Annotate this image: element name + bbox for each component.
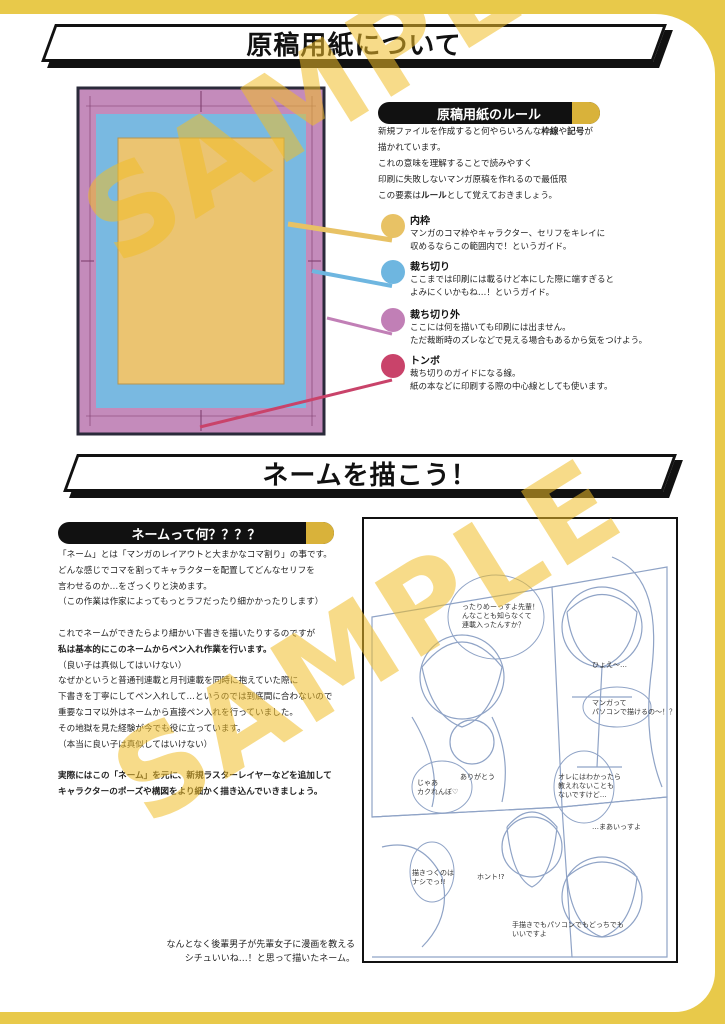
- rules-line: 印刷に失敗しないマンガ原稿を作れるので最低限: [378, 175, 568, 185]
- leader-lines: [199, 221, 393, 429]
- section-title: 原稿用紙について: [246, 30, 462, 61]
- rules-line: 新規ファイルを作成すると何やらいろんな枠線や記号が: [378, 127, 593, 137]
- name-line: キャラクターのポーズや構図をより細かく描き込んでいきましょう。: [58, 786, 323, 797]
- name-line: その地獄を見た経験が今でも役に立っています。: [58, 723, 246, 734]
- bubble-text-7: …まあいっすよ: [592, 823, 641, 831]
- section-title: ネームを描こう！: [262, 460, 478, 491]
- name-line: 私は基本的にこのネームからペン入れ作業を行います。: [58, 644, 272, 655]
- rules-pill: 原稿用紙のルール: [378, 102, 600, 124]
- legend-item-bleed-outer: 裁ち切り外 ここには何を描いても印刷には出ません。 ただ裁断時のズレなどで見える…: [381, 306, 701, 350]
- name-line: [58, 611, 333, 627]
- name-line: （本当に良い子は真似してはいけない）: [58, 739, 213, 750]
- leader-bleed: [311, 269, 393, 288]
- name-line: 言わせるのか…をざっくりと決めます。: [58, 581, 212, 592]
- section-banner-name: ネームを描こう！: [63, 454, 683, 498]
- legend-text: ここには何を描いても印刷には出ません。: [410, 323, 571, 333]
- name-line: [58, 753, 333, 769]
- legend-dot: [381, 260, 405, 284]
- name-pill-label: ネームって何？？？？: [131, 527, 261, 543]
- manuscript-diagram: [76, 86, 326, 436]
- legend-title: 裁ち切り: [410, 262, 450, 273]
- bubble-text-8: ホント!?: [477, 873, 505, 881]
- legend-item-inner-frame: 内枠 マンガのコマ枠やキャラクター、セリフをキレイに 収めるならこの範囲内で！と…: [381, 212, 701, 256]
- leader-inner-frame: [287, 221, 393, 243]
- legend-item-bleed: 裁ち切り ここまでは印刷には載るけど本にした際に端すぎると よみにくいかもね…！…: [381, 258, 701, 302]
- sketch-caption: なんとなく後輩男子が先輩女子に漫画を教える シチュいいね…！と思って描いたネーム…: [167, 938, 355, 966]
- legend-title: 裁ち切り外: [410, 310, 460, 321]
- legend-item-register-mark: トンボ 裁ち切りのガイドになる線。 紙の本などに印刷する際の中心線としても使いま…: [381, 352, 701, 396]
- name-line: 重要なコマ以外はネームから直接ペン入れを行っていました。: [58, 707, 298, 718]
- legend-text: ただ裁断時のズレなどで見える場合もあるから気をつけよう。: [410, 336, 648, 346]
- bubble-text-5: ありがとう: [460, 772, 495, 781]
- legend-text: 紙の本などに印刷する際の中心線としても使います。: [410, 382, 613, 392]
- rules-line: この要素はルールとして覚えておきましょう。: [378, 191, 558, 201]
- name-line: 下書きを丁寧にしてペン入れして…というのでは到底間に合わないので: [58, 692, 333, 703]
- caption-line: シチュいいね…！と思って描いたネーム。: [184, 954, 355, 964]
- name-line: 実際にはこの「ネーム」を元に、新規ラスターレイヤーなどを追加して: [58, 771, 332, 782]
- name-line: これでネームができたらより細かい下書きを描いたりするのですが: [58, 628, 316, 639]
- legend-dot: [381, 308, 405, 332]
- name-line: （この作業は作家によってもっとラフだったり細かかったりします）: [58, 597, 324, 608]
- caption-line: なんとなく後輩男子が先輩女子に漫画を教える: [166, 940, 355, 950]
- rules-paragraph: 新規ファイルを作成すると何やらいろんな枠線や記号が 描かれています。 これの意味…: [378, 124, 593, 204]
- rules-pill-label: 原稿用紙のルール: [436, 107, 541, 123]
- leader-bleed-outer: [326, 316, 393, 336]
- bubble-text-2: ひょえ〜…: [592, 661, 627, 669]
- legend-title: トンボ: [410, 356, 440, 367]
- section-banner-manuscript: 原稿用紙について: [41, 24, 673, 68]
- legend-text: よみにくいかもね…！というガイド。: [410, 288, 555, 298]
- rules-line: これの意味を理解することで読みやすく: [378, 159, 533, 169]
- legend-text: 裁ち切りのガイドになる線。: [410, 369, 521, 379]
- page: 原稿用紙について 原稿用紙のルール 新規ファイルを作成すると何やらいろんな枠線や…: [0, 14, 715, 1012]
- legend-text: ここまでは印刷には載るけど本にした際に端すぎると: [410, 275, 615, 285]
- legend-text: マンガのコマ枠やキャラクター、セリフをキレイに: [410, 229, 606, 239]
- legend-title: 内枠: [410, 216, 430, 227]
- leader-register-mark: [199, 378, 393, 429]
- bubble-text-10: 描きつくのはナシでっ!!: [412, 868, 454, 886]
- manga-name-sketch: ったりめーっすよ先輩！んなことも知らなくて連載入ったんすか？ ひょえ〜… マンガ…: [362, 517, 678, 963]
- bubble-text-6: オレにはわかったら教えれないこともないですけど…: [558, 773, 621, 799]
- bubble-text-4: じゃあカクれんぼ♡: [417, 779, 458, 796]
- bubble-text-9: 手描きでもパソコンでもどっちでもいいですよ: [512, 920, 624, 938]
- name-line: （良い子は真似してはいけない）: [58, 660, 187, 671]
- name-paragraph: 「ネーム」とは「マンガのレイアウトと大まかなコマ割り」の事です。 どんな感じでコ…: [58, 548, 333, 801]
- inner-frame-area: [117, 137, 285, 385]
- bubble-text-3: マンガってパソコンで描けるの〜！？: [592, 698, 676, 716]
- name-line: なぜかというと普通刊連載と月刊連載を同時に抱えていた際に: [58, 676, 299, 687]
- bubble-text-1: ったりめーっすよ先輩！んなことも知らなくて連載入ったんすか？: [462, 602, 539, 629]
- name-line: 「ネーム」とは「マンガのレイアウトと大まかなコマ割り」の事です。: [58, 550, 332, 560]
- legend-dot: [381, 214, 405, 238]
- name-pill: ネームって何？？？？: [58, 522, 334, 544]
- name-line: どんな感じでコマを割ってキャラクターを配置してどんなセリフを: [58, 565, 315, 576]
- legend-dot: [381, 354, 405, 378]
- rules-line: 描かれています。: [378, 143, 446, 153]
- speech-bubbles: [409, 574, 652, 903]
- legend-text: 収めるならこの範囲内で！というガイド。: [410, 242, 572, 252]
